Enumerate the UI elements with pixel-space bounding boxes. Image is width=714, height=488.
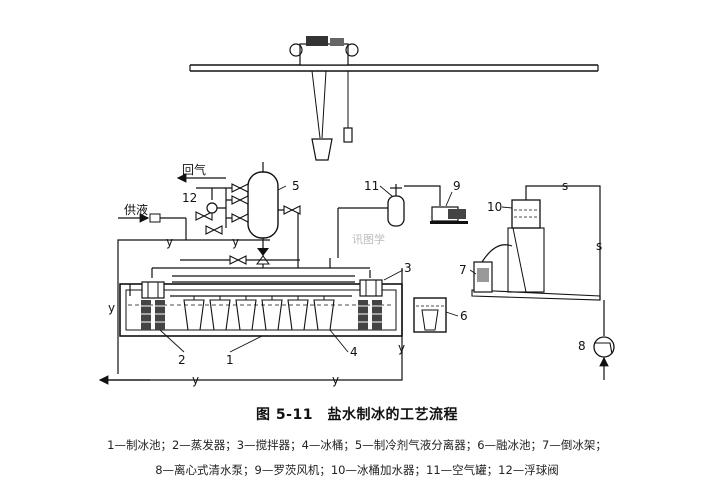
label-3: 3 [404,261,412,275]
gas-liquid-separator [247,162,279,268]
label-s-2: s [596,239,602,253]
ice-cans [170,295,352,331]
valves [195,183,301,265]
process-diagram: 讯图学 回气 供液 12 5 11 9 10 7 3 6 4 1 2 8 y y… [98,36,615,387]
label-9: 9 [453,179,461,193]
float-valve [206,188,218,214]
figure-caption: 图 5-11 盐水制冰的工艺流程 [256,407,458,423]
label-2: 2 [178,353,186,367]
legend-line-1: 1—制冰池；2—蒸发器；3—搅拌器；4—冰桶；5—制冷剂气液分离器；6—融冰池；… [107,438,607,452]
refrigerant-piping [151,187,393,283]
label-6: 6 [460,309,468,323]
label-y-1: y [166,235,173,249]
agitator-right [359,279,383,297]
thaw-tank [413,297,447,333]
label-12: 12 [182,191,197,205]
supply-line [118,213,186,223]
label-s-1: s [562,179,568,193]
label-y-4: y [398,341,405,355]
label-y-2: y [232,235,239,249]
brine-circulation [102,218,403,381]
label-supply-liquid: 供液 [124,202,148,217]
label-return-gas: 回气 [182,162,206,177]
leader-lines [159,185,513,353]
crane-rail [189,64,599,72]
label-7: 7 [459,263,467,277]
diagram-area: 讯图学 回气 供液 12 5 11 9 10 7 3 6 4 1 2 8 y y… [98,36,615,387]
can-filler [507,185,601,300]
label-y-6: y [332,373,339,387]
label-y-5: y [192,373,199,387]
label-10: 10 [487,200,502,214]
label-y-3: y [108,301,115,315]
label-5: 5 [292,179,300,193]
evaporator-left [141,300,165,330]
agitator-left [141,281,165,299]
air-tank [387,184,441,227]
label-8: 8 [578,339,586,353]
roots-blower [430,206,468,224]
diagram-labels: 回气 供液 12 5 11 9 10 7 3 6 4 1 2 8 y y y y… [108,162,602,387]
label-1: 1 [226,353,234,367]
legend-line-2: 8—离心式清水泵；9—罗茨风机；10—冰桶加水器；11—空气罐；12—浮球阀 [155,463,559,477]
watermark: 讯图学 [352,232,385,246]
label-11: 11 [364,179,379,193]
crane-hoist [289,36,359,161]
centrifugal-pump [593,300,615,380]
label-4: 4 [350,345,358,359]
evaporator-right [358,300,382,330]
